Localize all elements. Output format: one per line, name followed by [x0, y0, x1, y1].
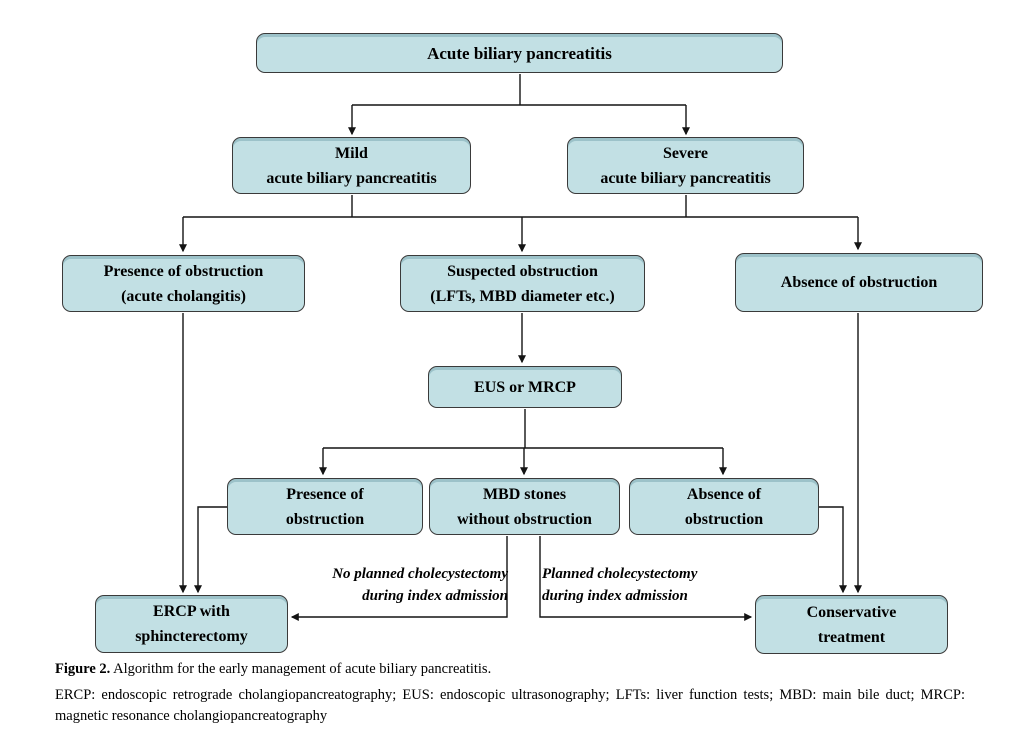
node-label: (acute cholangitis) [121, 287, 246, 305]
edge-label-line: during index admission [362, 588, 508, 604]
node-label: Mild [335, 144, 368, 162]
node-eus-or-mrcp: EUS or MRCP [428, 366, 622, 408]
node-label: (LFTs, MBD diameter etc.) [430, 287, 615, 305]
edge-label-no-planned-cholecystectomy: No planned cholecystectomy during index … [270, 563, 508, 607]
edge-label-planned-cholecystectomy: Planned cholecystectomy during index adm… [542, 563, 762, 607]
node-severe-acute-biliary-pancreatitis: Severe acute biliary pancreatitis [567, 137, 804, 194]
node-label: Suspected obstruction [447, 262, 598, 280]
node-conservative-treatment: Conservative treatment [755, 595, 948, 654]
figure-caption-text: Algorithm for the early management of ac… [113, 661, 492, 677]
edge-label-line: during index admission [542, 588, 688, 604]
node-label: obstruction [684, 510, 764, 528]
node-presence-of-obstruction-cholangitis: Presence of obstruction (acute cholangit… [62, 255, 305, 312]
node-label: acute biliary pancreatitis [600, 169, 771, 187]
node-label: Acute biliary pancreatitis [427, 43, 612, 63]
node-label: acute biliary pancreatitis [266, 169, 437, 187]
node-label: obstruction [285, 510, 365, 528]
node-label: Absence of obstruction [780, 274, 938, 291]
node-label: Conservative [806, 603, 897, 621]
edge-label-line: No planned cholecystectomy [332, 566, 508, 582]
node-label: EUS or MRCP [474, 378, 576, 396]
node-label: Severe [662, 144, 708, 162]
node-label: Presence of obstruction [103, 262, 264, 280]
figure-caption-abbreviations: ERCP: endoscopic retrograde cholangiopan… [55, 687, 965, 724]
node-mbd-stones-without-obstruction: MBD stones without obstruction [429, 478, 620, 535]
arrow-presence2-to-ercp [194, 506, 227, 594]
node-acute-biliary-pancreatitis: Acute biliary pancreatitis [256, 33, 783, 73]
node-suspected-obstruction: Suspected obstruction (LFTs, MBD diamete… [400, 255, 645, 312]
node-label: without obstruction [457, 510, 592, 528]
node-label: sphincterectomy [135, 628, 248, 645]
node-absence-of-obstruction: Absence of obstruction [735, 253, 983, 312]
node-label: treatment [817, 628, 886, 646]
node-ercp-with-sphincterectomy: ERCP with sphincterectomy [95, 595, 288, 653]
arrow-absence2-to-conservative [819, 506, 847, 594]
node-absence-of-obstruction-after-imaging: Absence of obstruction [629, 478, 819, 535]
node-presence-of-obstruction-after-imaging: Presence of obstruction [227, 478, 423, 535]
figure-caption: Figure 2. Algorithm for the early manage… [55, 659, 965, 727]
figure-number: Figure 2. [55, 661, 111, 677]
node-label: MBD stones [482, 485, 567, 503]
node-mild-acute-biliary-pancreatitis: Mild acute biliary pancreatitis [232, 137, 471, 194]
node-label: Presence of [286, 485, 364, 503]
edge-label-line: Planned cholecystectomy [542, 566, 698, 582]
node-label: Absence of [686, 485, 762, 503]
figure-caption-title: Figure 2. Algorithm for the early manage… [55, 659, 965, 680]
node-label: ERCP with [153, 603, 230, 620]
